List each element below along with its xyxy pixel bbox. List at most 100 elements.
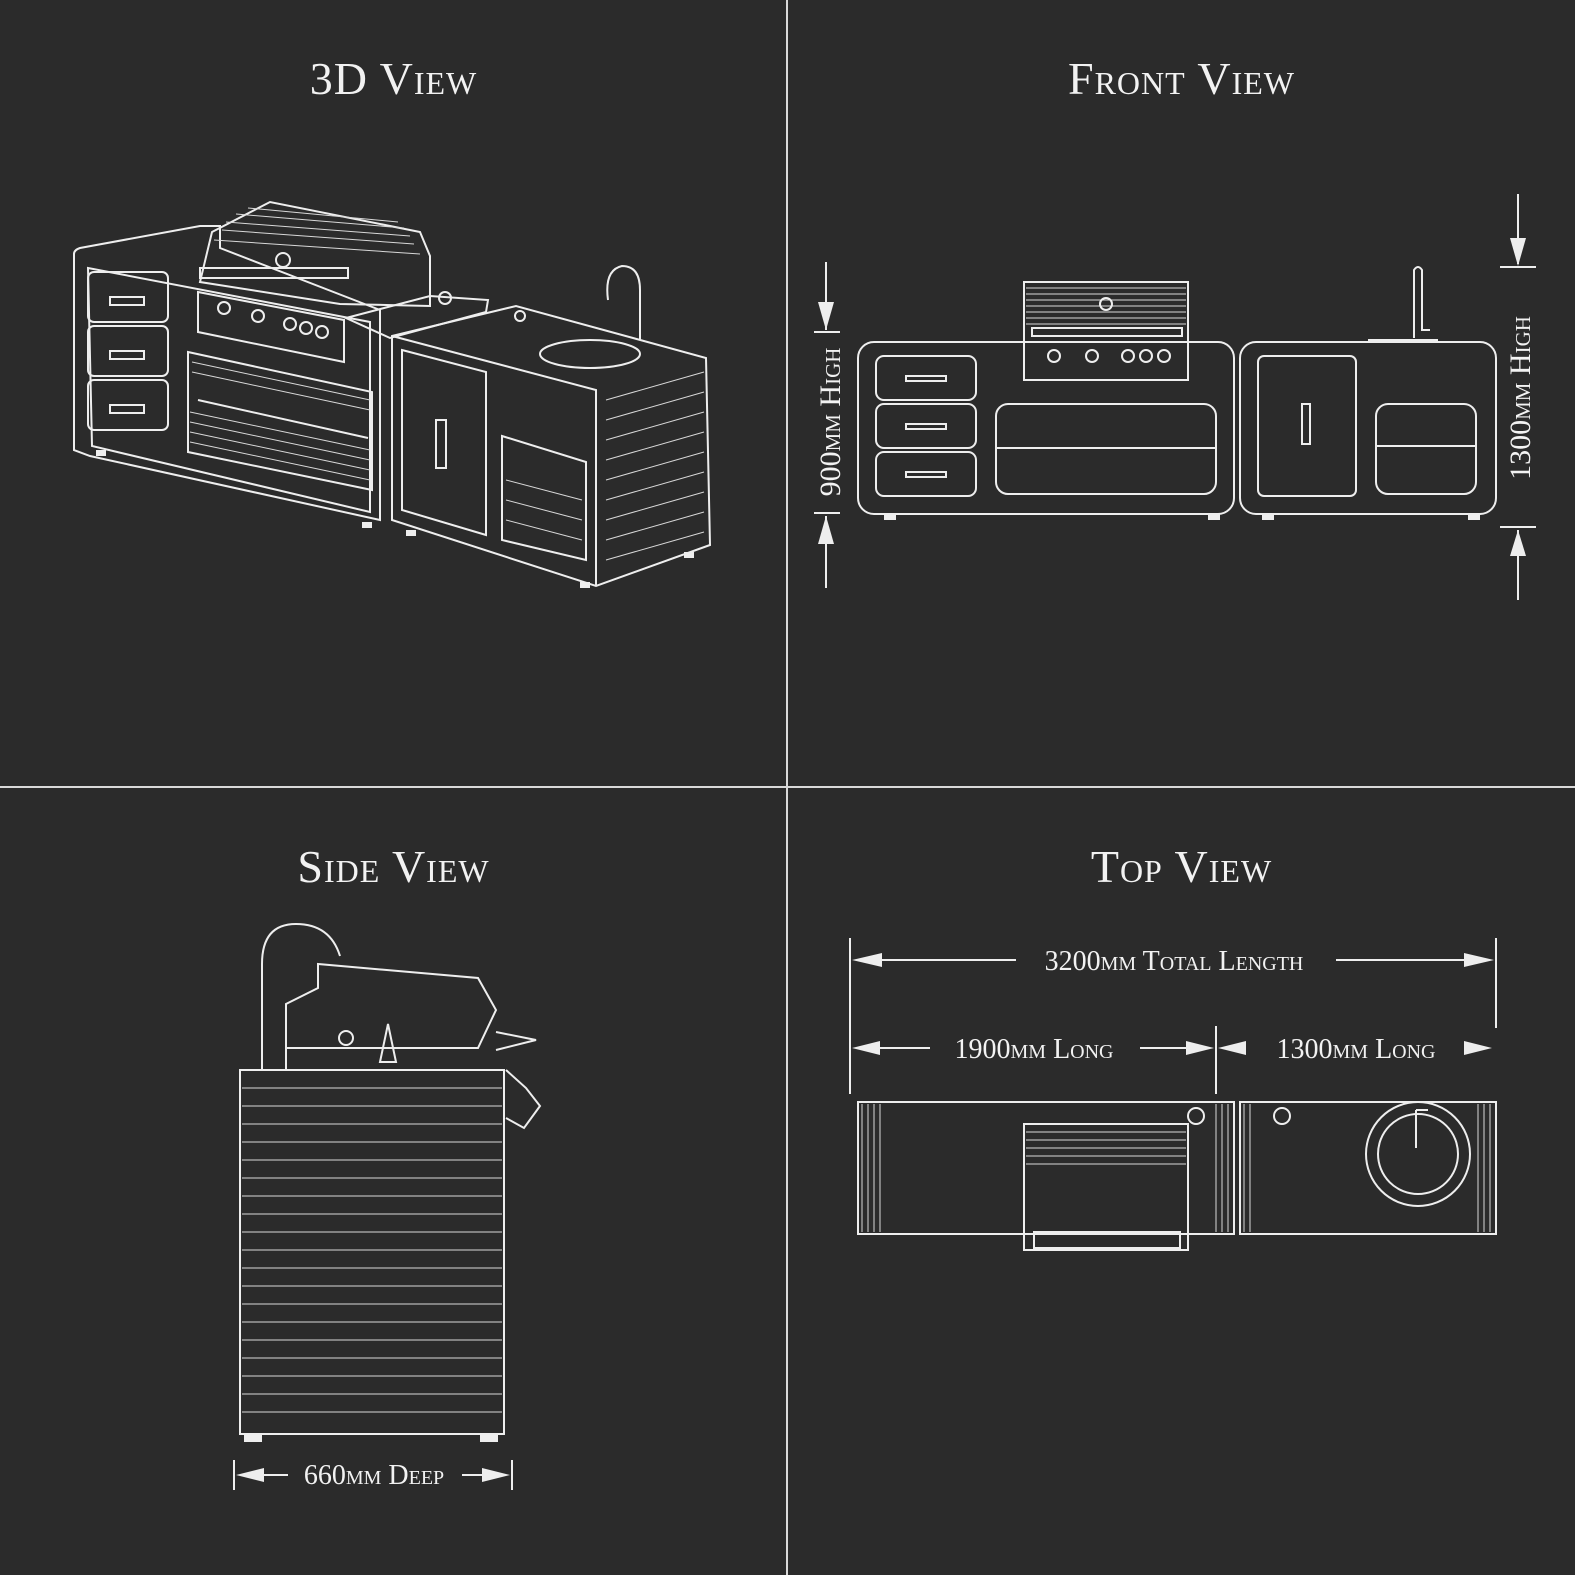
left-length-label: 1900mm Long bbox=[955, 1034, 1114, 1065]
foot-1 bbox=[96, 450, 106, 456]
top-sink-hole-icon bbox=[1273, 1107, 1291, 1125]
side-grill bbox=[285, 962, 498, 1070]
side-foot-1 bbox=[244, 1434, 262, 1442]
front-knob-3-icon bbox=[1121, 349, 1135, 363]
knob-1-icon bbox=[217, 301, 231, 315]
front-thermometer-icon bbox=[1099, 297, 1113, 311]
right-length-label: 1300mm Long bbox=[1277, 1034, 1436, 1065]
top-grill bbox=[1023, 1123, 1189, 1251]
total-arrow-right bbox=[1464, 953, 1494, 967]
panel-top-view: Top View 3200mm Total Length 1900mm Long… bbox=[788, 788, 1575, 1575]
sink-basin bbox=[539, 339, 641, 369]
foot-5 bbox=[684, 552, 694, 558]
top-sink-basin-inner bbox=[1377, 1113, 1459, 1195]
door-handle bbox=[435, 419, 447, 469]
left-len-arrow-left bbox=[852, 1041, 880, 1055]
right-len-arrow-right bbox=[1464, 1041, 1492, 1055]
grill-control-panel bbox=[197, 290, 345, 364]
grill-body bbox=[198, 200, 431, 308]
sink-cabinet-door bbox=[401, 348, 487, 537]
right-len-arrow-left bbox=[1218, 1041, 1246, 1055]
drawing-3d-view bbox=[73, 200, 712, 588]
bbq-cabinet-outline bbox=[73, 225, 381, 522]
connector-hole-icon bbox=[438, 291, 452, 305]
front-knob-1-icon bbox=[1047, 349, 1061, 363]
front-grill-handle bbox=[1031, 327, 1183, 337]
title-front-view: Front View bbox=[1068, 53, 1295, 104]
knob-4-icon bbox=[299, 321, 313, 335]
front-foot-4 bbox=[1468, 514, 1480, 520]
title-3d-view: 3D View bbox=[309, 53, 478, 104]
side-dim-arrow-right bbox=[482, 1468, 510, 1482]
side-tap bbox=[261, 922, 341, 1070]
top-bbq-cabinet bbox=[857, 1101, 1235, 1235]
bbq-cabinet-front bbox=[86, 266, 371, 514]
front-drawer-2 bbox=[875, 403, 977, 449]
top-grill-ribs bbox=[1026, 1131, 1186, 1165]
side-dim-arrow-left bbox=[236, 1468, 264, 1482]
dim-right-arrow-top bbox=[1510, 238, 1526, 266]
front-foot-1 bbox=[884, 514, 896, 520]
side-handle bbox=[495, 1031, 537, 1051]
front-bbq-cabinet bbox=[857, 341, 1235, 515]
foot-3 bbox=[406, 530, 416, 536]
top-sink-cabinet bbox=[1239, 1101, 1497, 1235]
grill-thermometer-icon bbox=[275, 252, 291, 268]
left-len-arrow-right bbox=[1186, 1041, 1214, 1055]
front-sink-tap bbox=[1413, 266, 1430, 338]
sink-open-shelf bbox=[501, 434, 587, 562]
drawing-top-view: 3200mm Total Length 1900mm Long 1300mm L… bbox=[849, 938, 1497, 1251]
foot-2 bbox=[362, 522, 372, 528]
front-sink-shelf bbox=[1375, 403, 1477, 495]
side-cabinet bbox=[239, 1069, 505, 1435]
sink-hole-icon bbox=[514, 310, 526, 322]
panel-3d-view: 3D View bbox=[0, 0, 787, 787]
drawer-handle-2 bbox=[109, 350, 145, 360]
front-grill-ribs bbox=[1026, 287, 1186, 325]
total-arrow-left bbox=[852, 953, 882, 967]
shelf-board bbox=[197, 399, 369, 439]
dim-left-arrow-top bbox=[818, 302, 834, 330]
top-connector-hole-icon bbox=[1187, 1107, 1205, 1125]
grill-hood-ribs bbox=[213, 207, 421, 255]
panel-side-view: Side View bbox=[0, 788, 787, 1575]
top-grill-handle bbox=[1033, 1231, 1181, 1249]
front-drawer-handle-3 bbox=[905, 471, 947, 478]
knob-2-icon bbox=[251, 309, 265, 323]
drawer-3 bbox=[87, 379, 169, 431]
connector-top bbox=[343, 294, 490, 340]
side-dim-label: 660mm Deep bbox=[304, 1460, 444, 1491]
top-sink-tap bbox=[1415, 1109, 1428, 1148]
drawing-front-view: 900mm High 1300mm High bbox=[814, 194, 1537, 600]
side-foot-2 bbox=[480, 1434, 498, 1442]
front-drawer-handle-1 bbox=[905, 375, 947, 382]
title-side-view: Side View bbox=[297, 841, 490, 892]
front-drawer-handle-2 bbox=[905, 423, 947, 430]
dim-right-label: 1300mm High bbox=[1504, 316, 1537, 480]
drawer-handle-1 bbox=[109, 296, 145, 306]
front-foot-3 bbox=[1262, 514, 1274, 520]
front-grill bbox=[1023, 281, 1189, 381]
sink-side-ribs bbox=[605, 371, 705, 561]
title-top-view: Top View bbox=[1090, 841, 1273, 892]
front-drawer-1 bbox=[875, 355, 977, 401]
front-sink-cabinet bbox=[1239, 341, 1497, 515]
front-door-handle bbox=[1301, 403, 1311, 445]
front-knob-4-icon bbox=[1139, 349, 1153, 363]
top-left-end-ribs bbox=[861, 1104, 1229, 1232]
top-right-end-ribs bbox=[1243, 1104, 1491, 1232]
knob-5-icon bbox=[315, 325, 329, 339]
total-length-label: 3200mm Total Length bbox=[1045, 946, 1304, 977]
sink-cabinet-outline bbox=[391, 304, 712, 588]
side-control-panel bbox=[505, 1069, 542, 1130]
side-grill-knob-icon bbox=[338, 1030, 354, 1046]
front-knob-5-icon bbox=[1157, 349, 1171, 363]
shelf-slats bbox=[189, 361, 371, 481]
drawer-2 bbox=[87, 325, 169, 377]
top-sink-basin-outer bbox=[1365, 1101, 1471, 1207]
dim-left-label: 900mm High bbox=[814, 348, 847, 497]
front-sink-door bbox=[1257, 355, 1357, 497]
grill-handle bbox=[199, 267, 349, 279]
side-cabinet-ribs bbox=[242, 1087, 502, 1413]
drawer-handle-3 bbox=[109, 404, 145, 414]
